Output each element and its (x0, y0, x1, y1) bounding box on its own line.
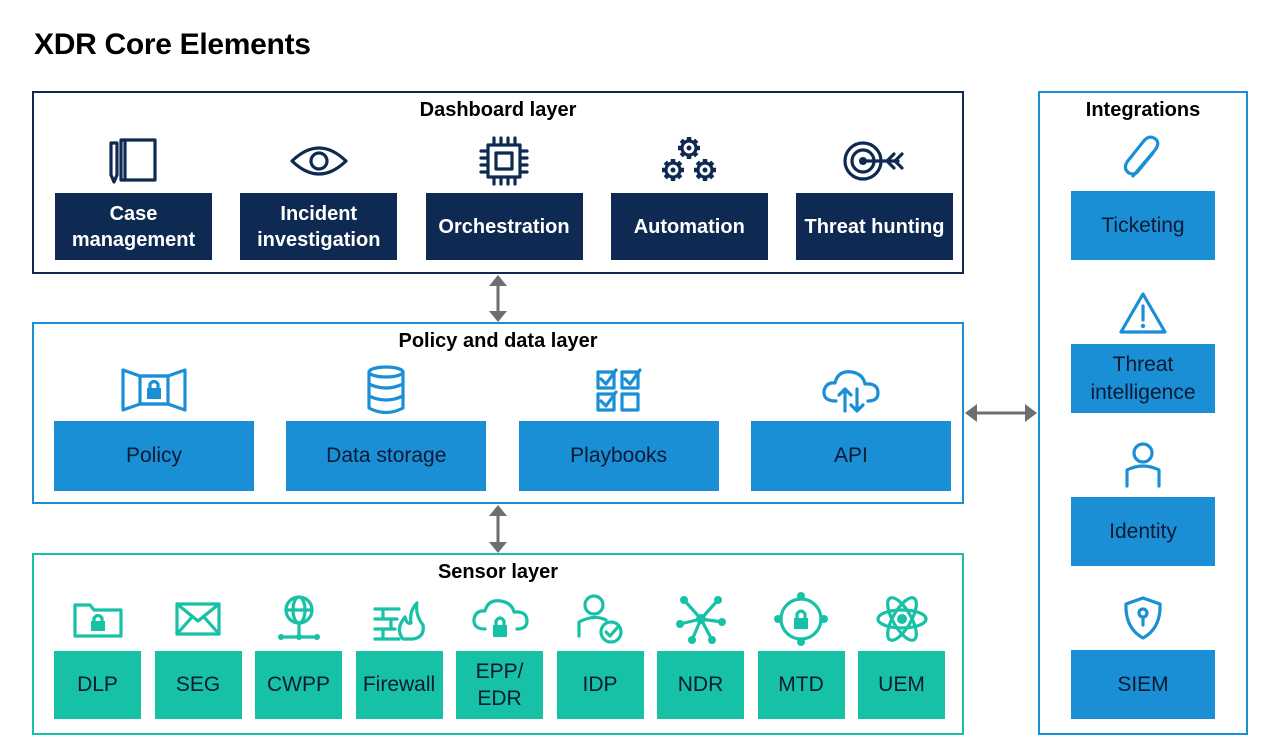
integration-item-identity-label: Identity (1109, 519, 1177, 543)
user-icon (1124, 442, 1162, 488)
dashboard-item-automation: Automation (610, 193, 768, 260)
sensor-item-idp: IDP (556, 651, 644, 719)
sensor-item-idp-label: IDP (582, 673, 618, 697)
dashboard-item-automation-label: Automation (633, 215, 745, 238)
folder-lock-icon (72, 599, 124, 639)
integration-item-threat-intelligence-label: Threat intelligence (1090, 353, 1196, 404)
sensor-item-seg-label: SEG (175, 673, 221, 697)
dashboard-item-incident-investigation: Incident investigation (240, 193, 398, 260)
policy-item-policy-label: Policy (125, 444, 183, 468)
sensor-item-seg: SEG (154, 651, 242, 719)
policy-item-api: API (750, 421, 951, 491)
sensor-item-mtd: MTD (757, 651, 845, 719)
integration-item-ticketing-label: Ticketing (1101, 213, 1185, 237)
policy-layer-title: Policy and data layer (398, 330, 598, 352)
atom-icon (874, 593, 930, 645)
lock-frame-icon (120, 367, 188, 413)
dashboard-layer: Dashboard layer (32, 91, 964, 274)
sensor-item-mtd-label: MTD (778, 673, 824, 697)
integration-item-identity: Identity (1071, 497, 1215, 566)
sensor-item-epp-edr: EPP/ EDR (456, 651, 543, 719)
sensor-item-cwpp: CWPP (255, 651, 342, 719)
network-nodes-icon (674, 594, 728, 644)
shield-icon (1123, 595, 1163, 641)
dashboard-item-incident-investigation-label: Incident investigation (257, 202, 381, 251)
policy-item-policy: Policy (54, 421, 254, 491)
mobile-lock-icon (773, 591, 829, 647)
sensor-layer: Sensor layer (32, 553, 964, 735)
sensor-item-epp-edr-label: EPP/ EDR (475, 659, 524, 710)
sensor-item-uem-label: UEM (878, 673, 925, 697)
policy-item-playbooks-label: Playbooks (570, 444, 668, 468)
sensor-item-dlp: DLP (54, 651, 141, 719)
integrations-title: Integrations (1085, 99, 1201, 121)
globe-network-icon (275, 595, 323, 643)
diagram-title: XDR Core Elements (34, 28, 311, 61)
dashboard-item-threat-hunting-label: Threat hunting (804, 215, 945, 238)
integration-item-ticketing: Ticketing (1071, 191, 1215, 260)
dashboard-item-case-management: Case management (55, 193, 212, 260)
firewall-icon (373, 597, 425, 641)
eye-icon (289, 143, 349, 179)
integration-item-siem-label: SIEM (1117, 672, 1169, 696)
sensor-item-cwpp-label: CWPP (267, 673, 330, 697)
cloud-lock-icon (471, 597, 529, 641)
arrow-dashboard-policy (486, 275, 510, 322)
sensor-item-ndr-label: NDR (677, 673, 724, 697)
paperclip-icon (1123, 135, 1163, 182)
integration-item-threat-intelligence: Threat intelligence (1071, 344, 1215, 413)
integrations-panel: Integrations (1038, 91, 1248, 735)
user-check-icon (576, 594, 624, 644)
envelope-icon (174, 601, 222, 637)
target-icon (842, 140, 908, 182)
dashboard-item-orchestration: Orchestration (425, 193, 583, 260)
policy-item-playbooks: Playbooks (518, 421, 719, 491)
integration-item-siem: SIEM (1071, 650, 1215, 719)
arrow-policy-integrations (965, 401, 1037, 425)
policy-layer: Policy and data layer (32, 322, 964, 504)
checklist-icon (595, 367, 643, 413)
warning-icon (1118, 291, 1168, 335)
cloud-sync-icon (820, 367, 882, 413)
dashboard-item-orchestration-label: Orchestration (438, 215, 570, 238)
sensor-item-firewall-label: Firewall (362, 673, 436, 697)
policy-item-api-label: API (833, 444, 868, 468)
sensor-item-firewall: Firewall (355, 651, 443, 719)
sensor-item-dlp-label: DLP (77, 673, 118, 697)
dashboard-item-threat-hunting: Threat hunting (796, 193, 953, 260)
cpu-chip-icon (479, 136, 529, 186)
dashboard-item-case-management-label: Case management (71, 202, 196, 251)
arrow-policy-sensor (486, 505, 510, 553)
gears-icon (659, 136, 719, 186)
sensor-layer-title: Sensor layer (437, 561, 559, 583)
sensor-item-uem: UEM (858, 651, 945, 719)
policy-item-data-storage: Data storage (286, 421, 487, 491)
dashboard-layer-title: Dashboard layer (419, 99, 577, 121)
database-icon (366, 365, 406, 415)
notebook-pen-icon (107, 137, 161, 185)
sensor-item-ndr: NDR (657, 651, 744, 719)
policy-item-data-storage-label: Data storage (326, 444, 447, 468)
